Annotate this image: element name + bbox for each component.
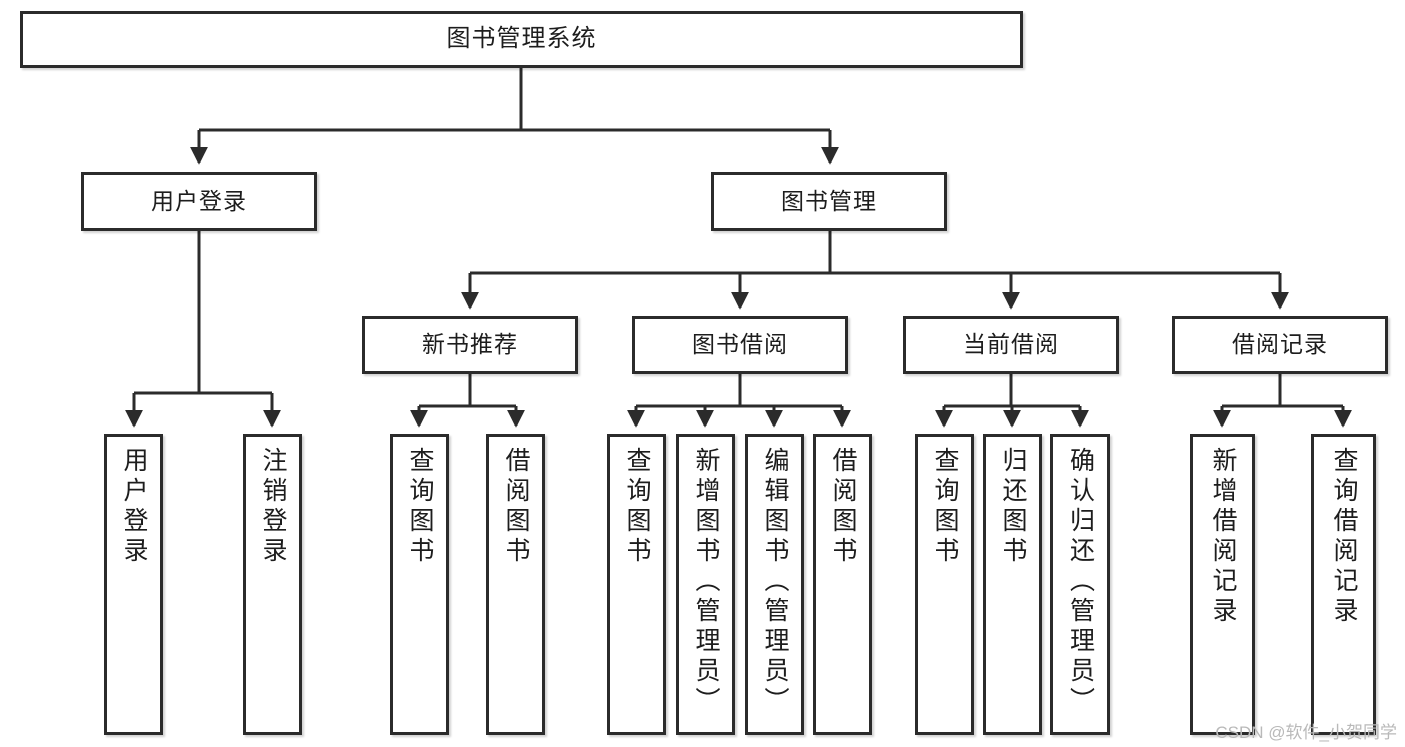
node-leaf-add-borrow-record[interactable]: 新增借阅记录 bbox=[1190, 434, 1255, 735]
node-label: 图书管理系统 bbox=[446, 25, 597, 53]
node-label: 查询图书 bbox=[931, 447, 959, 567]
node-label: 借阅图书 bbox=[829, 447, 857, 567]
node-book-management[interactable]: 图书管理 bbox=[711, 172, 947, 231]
node-leaf-borrow-book-1[interactable]: 借阅图书 bbox=[486, 434, 545, 735]
node-label: 归还图书 bbox=[999, 447, 1027, 567]
node-new-book-recommend[interactable]: 新书推荐 bbox=[362, 316, 578, 374]
node-leaf-user-login[interactable]: 用户登录 bbox=[104, 434, 163, 735]
node-system-root[interactable]: 图书管理系统 bbox=[20, 11, 1023, 68]
node-borrow-record[interactable]: 借阅记录 bbox=[1172, 316, 1388, 374]
node-label: 用户登录 bbox=[151, 187, 247, 214]
node-label: 借阅记录 bbox=[1232, 331, 1328, 358]
node-leaf-query-book-1[interactable]: 查询图书 bbox=[390, 434, 449, 735]
node-leaf-return-book[interactable]: 归还图书 bbox=[983, 434, 1042, 735]
node-leaf-edit-book-admin[interactable]: 编辑图书（管理员） bbox=[745, 434, 804, 735]
node-label: 借阅图书 bbox=[502, 447, 530, 567]
node-leaf-borrow-book-2[interactable]: 借阅图书 bbox=[813, 434, 872, 735]
node-leaf-logout-login[interactable]: 注销登录 bbox=[243, 434, 302, 735]
node-label: 查询图书 bbox=[623, 447, 651, 567]
watermark-text: CSDN @软件_小贺同学 bbox=[1215, 723, 1397, 742]
node-book-borrow[interactable]: 图书借阅 bbox=[632, 316, 848, 374]
node-label: 查询借阅记录 bbox=[1330, 447, 1358, 627]
node-label: 查询图书 bbox=[406, 447, 434, 567]
node-label: 确认归还（管理员） bbox=[1066, 447, 1095, 717]
node-label: 编辑图书（管理员） bbox=[761, 447, 789, 717]
node-user-login[interactable]: 用户登录 bbox=[81, 172, 317, 231]
node-leaf-query-borrow-record[interactable]: 查询借阅记录 bbox=[1311, 434, 1376, 735]
node-label: 图书管理 bbox=[781, 187, 877, 214]
node-label: 图书借阅 bbox=[692, 331, 788, 358]
node-label: 新增借阅记录 bbox=[1209, 447, 1237, 627]
node-label: 新书推荐 bbox=[422, 331, 518, 358]
node-label: 新增图书（管理员） bbox=[692, 447, 720, 717]
node-leaf-query-book-3[interactable]: 查询图书 bbox=[915, 434, 974, 735]
node-current-borrow[interactable]: 当前借阅 bbox=[903, 316, 1119, 374]
node-label: 注销登录 bbox=[259, 447, 287, 567]
node-leaf-add-book-admin[interactable]: 新增图书（管理员） bbox=[676, 434, 735, 735]
node-label: 用户登录 bbox=[120, 447, 148, 567]
node-leaf-confirm-return-admin[interactable]: 确认归还（管理员） bbox=[1050, 434, 1110, 735]
node-label: 当前借阅 bbox=[963, 331, 1059, 358]
node-leaf-query-book-2[interactable]: 查询图书 bbox=[607, 434, 666, 735]
